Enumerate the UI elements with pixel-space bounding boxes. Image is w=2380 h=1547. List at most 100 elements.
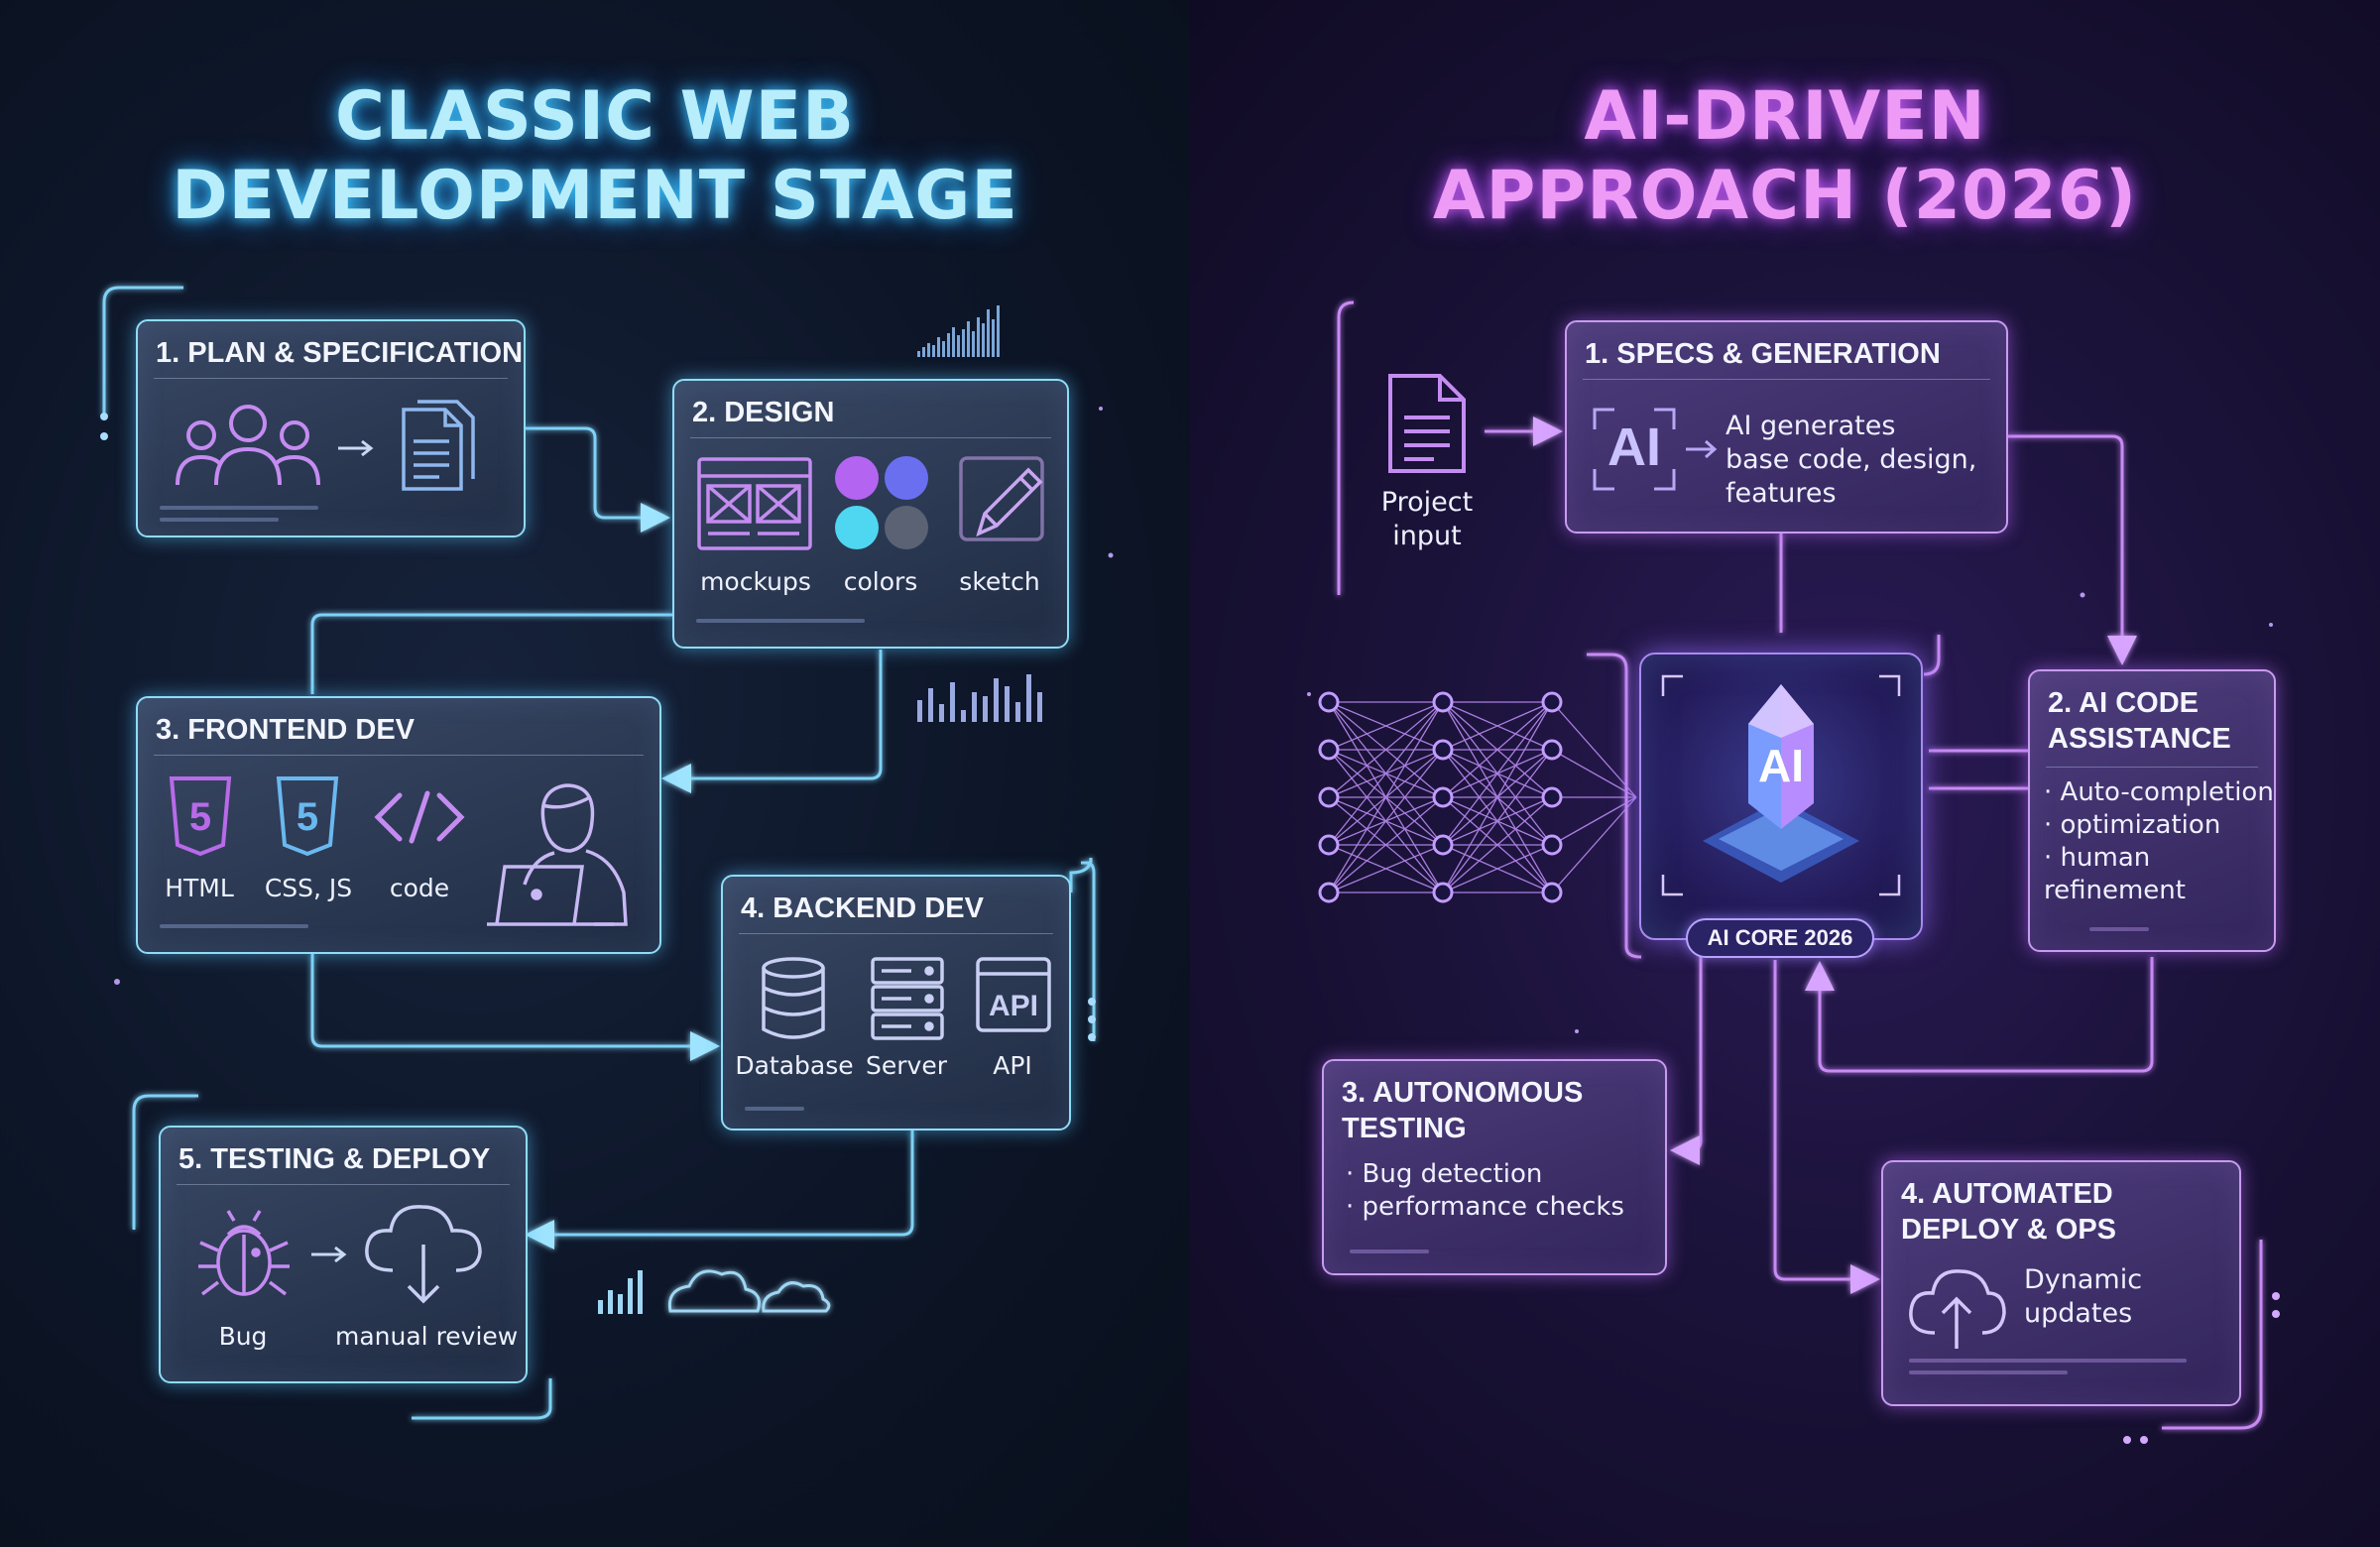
bullet: refinement: [2044, 876, 2186, 905]
svg-text:AI: AI: [1758, 740, 1804, 791]
network-node: [1541, 786, 1563, 808]
card-specs-generation: 1. SPECS & GENERATION AI AI generates ba…: [1565, 320, 2008, 534]
decor-bar: [983, 696, 988, 722]
bracket-backend: [1069, 857, 1093, 892]
decor-clouds: [667, 1269, 831, 1313]
html5-icon: 5: [169, 776, 232, 857]
network-node: [1541, 691, 1563, 713]
decor-bar: [967, 321, 970, 357]
server-icon: [871, 957, 944, 1040]
color-swatches-icon: [835, 456, 928, 549]
ai-crystal-icon: AI: [1661, 674, 1901, 896]
document-icon: [402, 400, 475, 491]
bracket-input: [1337, 300, 1355, 595]
network-node: [1318, 786, 1340, 808]
pencil-icon: [959, 456, 1044, 541]
bullet: · Bug detection: [1346, 1159, 1543, 1189]
network-node: [1318, 882, 1340, 903]
developer-icon: [487, 783, 628, 926]
decor-bar: [992, 319, 995, 357]
label-database: Database: [735, 1051, 854, 1080]
svg-text:5: 5: [189, 795, 211, 839]
label-bug: Bug: [218, 1322, 268, 1351]
ai-core-panel: AI: [1639, 653, 1923, 940]
label-html: HTML: [165, 874, 234, 902]
ai-core-badge: AI CORE 2026: [1686, 918, 1874, 958]
network-node: [1432, 786, 1454, 808]
divider: [1583, 379, 1990, 380]
network-node: [1541, 834, 1563, 856]
decor-bar: [957, 335, 960, 357]
connector-assist-core: [1805, 957, 2154, 1073]
decor-bar: [628, 1278, 633, 1314]
bracket-testing-bottom: [412, 1378, 552, 1420]
testing-bullets: · Bug detection · performance checks: [1346, 1158, 1624, 1224]
svg-text:API: API: [989, 990, 1038, 1022]
arrow-icon: [311, 1246, 347, 1263]
decor-bar: [1026, 674, 1031, 722]
bracket-testing: [132, 1094, 198, 1230]
card-frontend-dev: 3. FRONTEND DEV 5 5 HTML CSS, JS code: [136, 696, 661, 954]
decor-bar: [939, 704, 944, 722]
network-node: [1541, 739, 1563, 761]
decor-bar: [952, 327, 955, 357]
decor-bar: [618, 1294, 623, 1314]
decor-bar: [937, 337, 940, 357]
decor-bar: [928, 688, 933, 722]
label-api: API: [993, 1051, 1032, 1080]
decor-bar: [1037, 692, 1042, 722]
decor-bar: [982, 323, 985, 357]
core-frame-left: [1587, 653, 1642, 959]
decor-bar: [987, 309, 990, 357]
decor-bar: [942, 341, 945, 357]
bullet: · human: [2044, 843, 2151, 873]
decor-bar: [1015, 702, 1020, 722]
network-node: [1432, 834, 1454, 856]
bracket-plan: [102, 286, 183, 416]
connector-design-frontend-b: [661, 650, 883, 793]
neural-network-icon: [1328, 701, 1637, 893]
assist-bullets: · Auto-completion · optimization · human…: [2044, 776, 2274, 907]
divider: [690, 437, 1051, 438]
decor-bar: [962, 329, 965, 357]
decor-bar: [917, 700, 922, 722]
decor-bar: [608, 1290, 613, 1314]
decor-bar: [977, 317, 980, 357]
card-title: 1. PLAN & SPECIFICATION: [156, 337, 524, 369]
decor-bar: [922, 347, 925, 357]
decor-bar: [994, 678, 999, 722]
database-icon: [762, 957, 825, 1039]
decor-bar: [598, 1300, 603, 1314]
api-icon: API: [976, 957, 1051, 1032]
card-automated-deploy-ops: 4. AUTOMATED DEPLOY & OPS Dynamic update…: [1881, 1160, 2241, 1406]
card-title: 2. AI CODE ASSISTANCE: [2048, 687, 2231, 755]
decor-bar: [932, 345, 935, 357]
cloud-download-icon: [365, 1205, 482, 1304]
cloud-upload-icon: [1909, 1269, 2006, 1349]
decor-bar: [961, 710, 966, 722]
connector-plan-design: [526, 426, 670, 533]
label-code: code: [389, 874, 450, 902]
bracket-backend-right: [1081, 861, 1096, 1041]
team-icon: [176, 405, 320, 486]
label-sketch: sketch: [959, 567, 1040, 596]
bug-icon: [198, 1210, 290, 1296]
bracket-deploy: [2162, 1240, 2263, 1430]
svg-text:5: 5: [297, 795, 318, 839]
network-node: [1432, 739, 1454, 761]
core-frame-right: [1923, 635, 1941, 676]
label-manual-review: manual review: [335, 1322, 519, 1351]
connector-specs-assist: [2008, 434, 2137, 665]
connector-design-frontend-a: [310, 613, 672, 694]
card-title: 3. AUTONOMOUS TESTING: [1342, 1077, 1584, 1144]
connector-core-testing: [1670, 954, 1703, 1165]
decor-bar: [927, 343, 930, 357]
svg-text:AI: AI: [1607, 417, 1661, 477]
label-colors: colors: [843, 567, 918, 596]
card-backend-dev: 4. BACKEND DEV API Database Server API: [721, 875, 1071, 1130]
decor-bar: [947, 333, 950, 357]
card-title: 4. AUTOMATED DEPLOY & OPS: [1901, 1178, 2117, 1246]
arrow-icon: [338, 439, 374, 457]
file-icon: [1388, 374, 1466, 473]
ai-title: AI-DRIVEN APPROACH (2026): [1432, 77, 2138, 235]
